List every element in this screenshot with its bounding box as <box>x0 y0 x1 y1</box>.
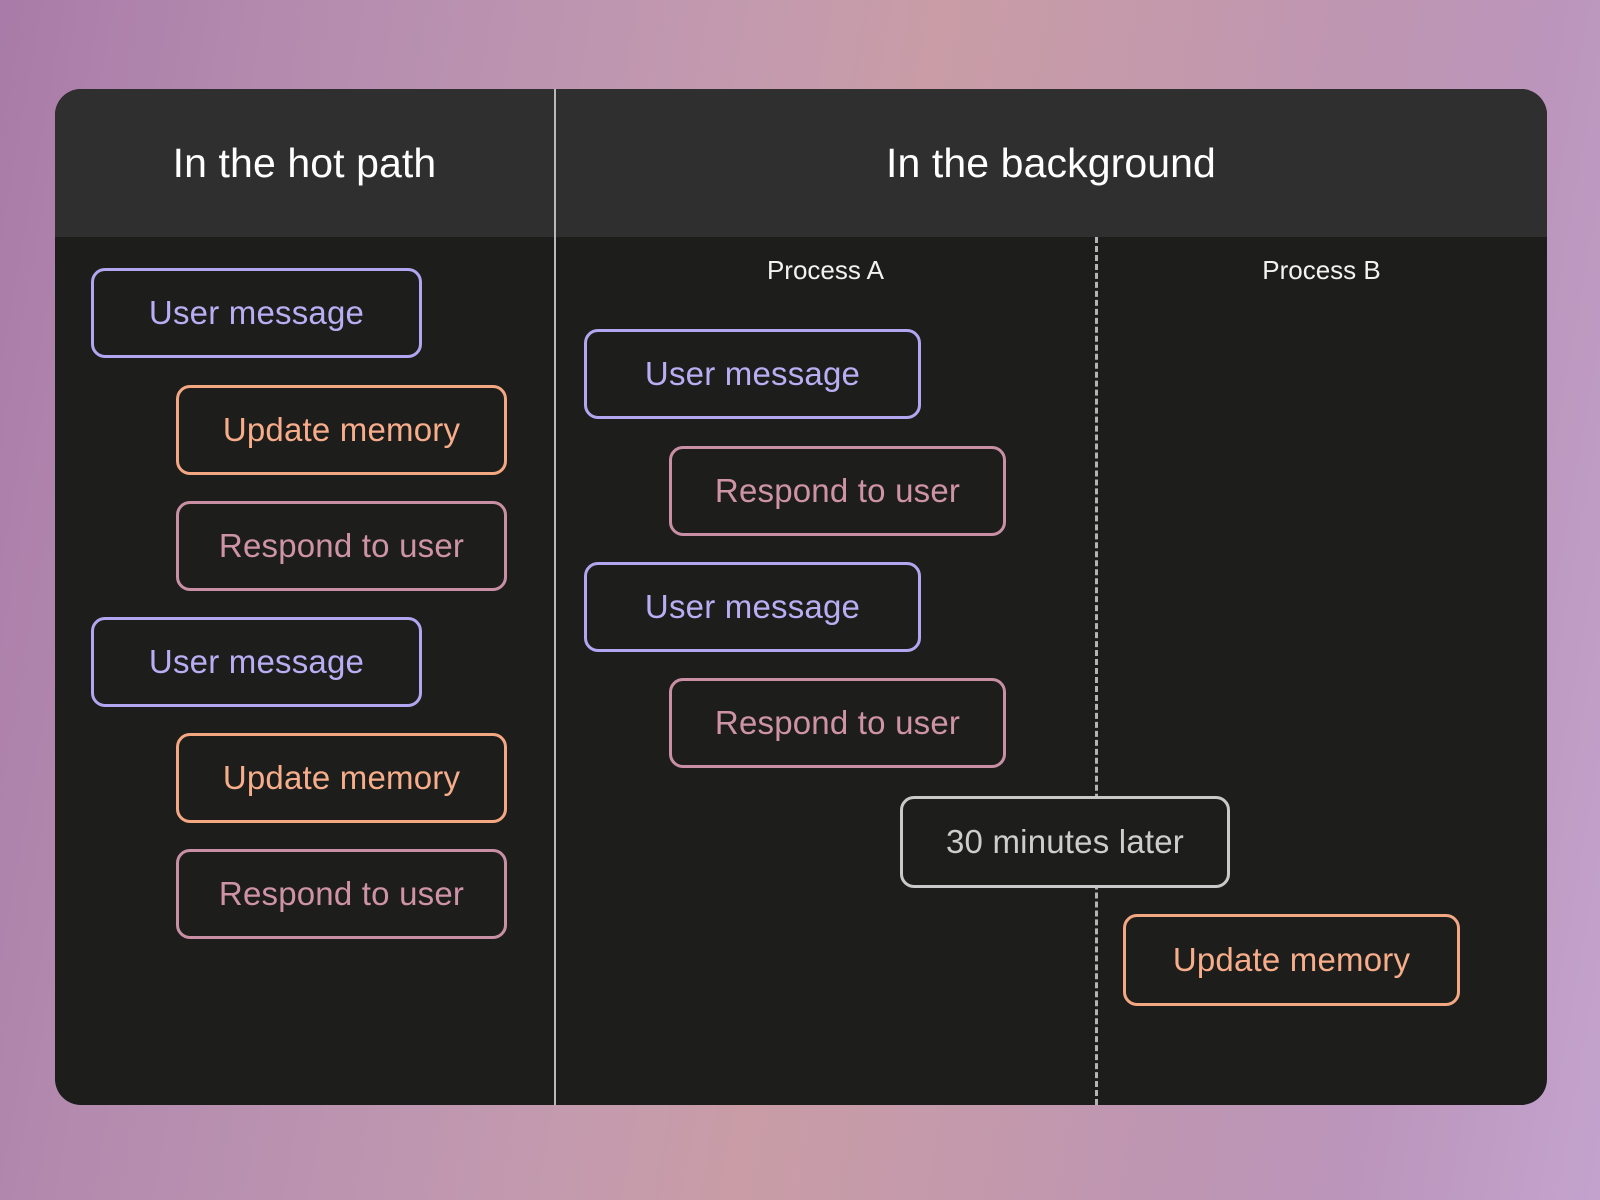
step-box-user-message[interactable]: User message <box>584 562 921 652</box>
diagram-card: In the hot path In the background Proces… <box>55 89 1547 1105</box>
step-box-respond-to-user[interactable]: Respond to user <box>669 678 1006 768</box>
process-label-a: Process A <box>766 254 885 285</box>
panel-divider <box>554 89 556 1105</box>
time-marker-box[interactable]: 30 minutes later <box>900 796 1230 888</box>
panel-title-background: In the background <box>886 139 1216 186</box>
step-box-update-memory[interactable]: Update memory <box>176 733 507 823</box>
step-box-update-memory[interactable]: Update memory <box>1123 914 1460 1006</box>
step-box-user-message[interactable]: User message <box>91 268 422 358</box>
process-divider-dashed <box>1095 237 1098 1105</box>
process-label-b: Process B <box>1262 254 1381 285</box>
panel-title-hot-path: In the hot path <box>172 139 437 186</box>
step-box-user-message[interactable]: User message <box>584 329 921 419</box>
step-box-respond-to-user[interactable]: Respond to user <box>669 446 1006 536</box>
process-a-steps: User message Respond to user User messag… <box>55 89 1547 1105</box>
step-box-update-memory[interactable]: Update memory <box>176 385 507 475</box>
header-band <box>55 89 1547 237</box>
step-box-respond-to-user[interactable]: Respond to user <box>176 501 507 591</box>
hot-path-steps: User message Update memory Respond to us… <box>55 89 1547 1105</box>
step-box-respond-to-user[interactable]: Respond to user <box>176 849 507 939</box>
process-b-steps: Update memory <box>55 89 1547 1105</box>
step-box-user-message[interactable]: User message <box>91 617 422 707</box>
